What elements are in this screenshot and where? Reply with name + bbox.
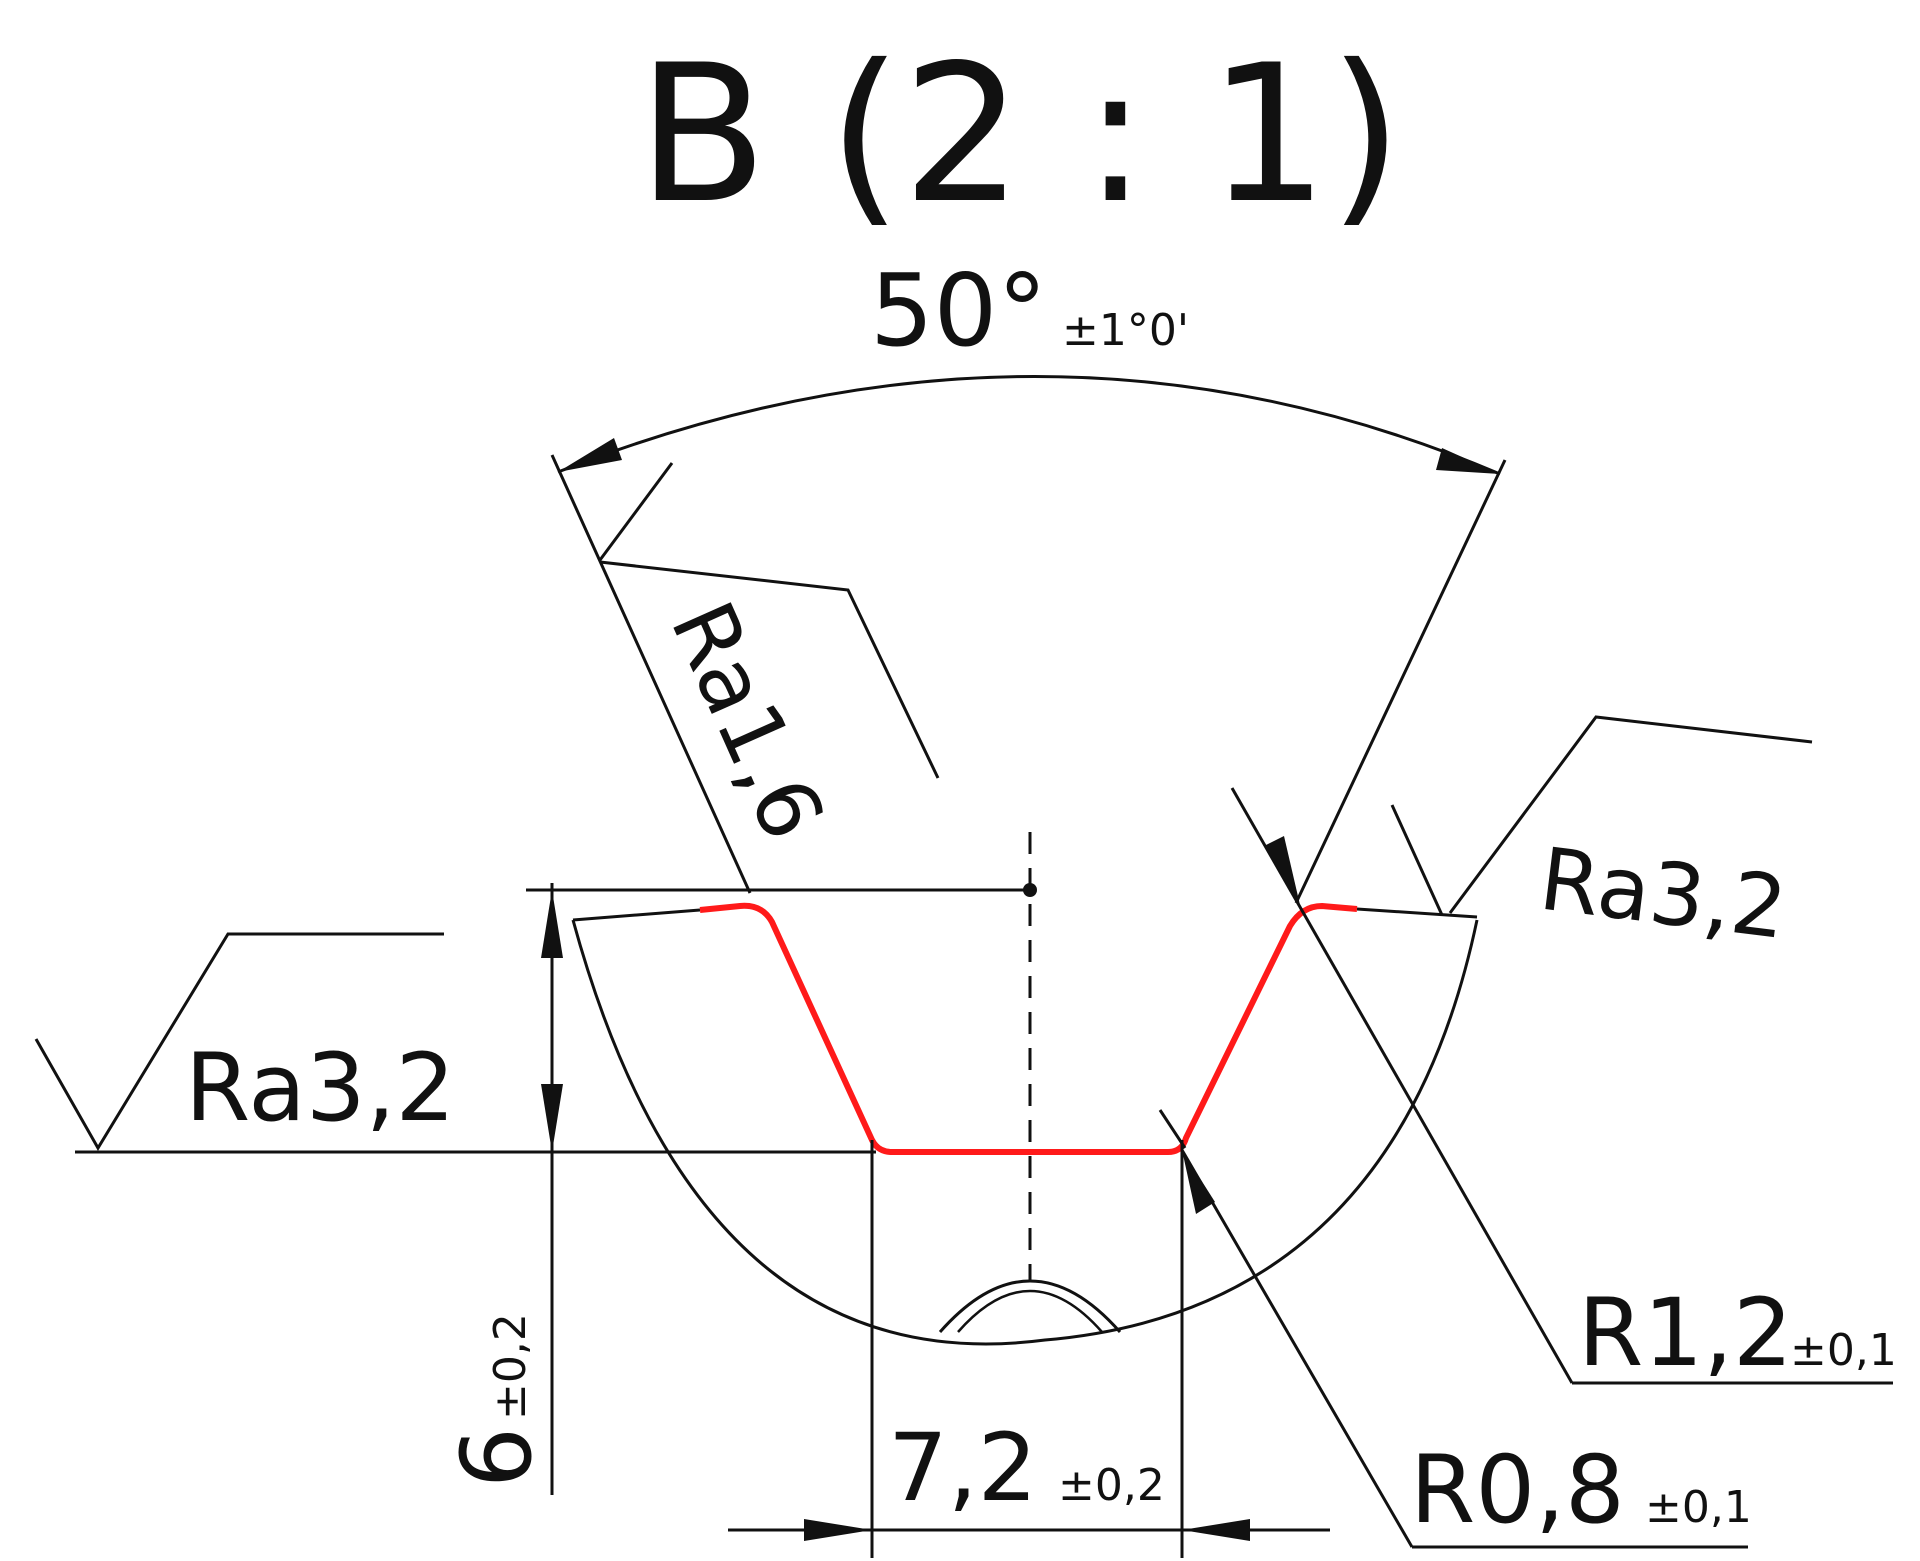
flank-extension-left xyxy=(550,454,752,894)
angle-dimension-arc xyxy=(557,375,1501,476)
radius-bottom-arrow xyxy=(1182,1150,1215,1214)
depth-tolerance: ±0,2 xyxy=(485,1313,536,1420)
flank-roughness-leader xyxy=(599,560,940,779)
radius-top-arrow xyxy=(1264,836,1300,905)
top-surface-right xyxy=(1356,907,1478,919)
radius-bottom-tick xyxy=(1158,1109,1187,1149)
radius-top-leader xyxy=(1230,787,1574,1384)
view-title: B (2 : 1) xyxy=(637,24,1403,245)
flank-roughness-label: Ra1,6 xyxy=(651,588,843,855)
depth-value: 6 xyxy=(441,1427,553,1488)
depth-arrow-top xyxy=(541,890,563,958)
top-roughness-check-short xyxy=(1390,804,1444,916)
angle-value: 50° xyxy=(870,252,1047,369)
center-hole-inner xyxy=(957,1289,1103,1333)
general-roughness-symbol xyxy=(34,932,444,1151)
general-roughness-label: Ra3,2 xyxy=(185,1034,455,1143)
width-arrow-left xyxy=(804,1519,872,1541)
top-roughness-label: Ra3,2 xyxy=(1534,830,1792,959)
top-roughness-leader xyxy=(1448,715,1813,914)
width-arrow-right xyxy=(1182,1519,1250,1541)
radius-top-value: R1,2 xyxy=(1578,1279,1793,1388)
radius-bottom-tolerance: ±0,1 xyxy=(1645,1482,1752,1533)
radius-top-tolerance: ±0,1 xyxy=(1790,1325,1897,1376)
top-surface-left xyxy=(572,908,701,922)
radius-bottom-value: R0,8 xyxy=(1410,1436,1625,1545)
center-hole-outer xyxy=(938,1279,1122,1333)
radius-bottom-leader xyxy=(1180,1149,1414,1548)
angle-tolerance: ±1°0' xyxy=(1062,305,1189,356)
flank-roughness-check-short xyxy=(598,462,674,561)
angle-arrow-right xyxy=(1436,448,1500,474)
angle-arrow-left xyxy=(558,438,622,472)
flank-extension-right xyxy=(1294,459,1507,904)
groove-profile xyxy=(699,902,1358,1155)
width-value: 7,2 xyxy=(888,1414,1038,1523)
width-tolerance: ±0,2 xyxy=(1058,1460,1165,1511)
part-outline-arc xyxy=(571,919,1479,1346)
depth-arrow-bottom xyxy=(541,1084,563,1152)
